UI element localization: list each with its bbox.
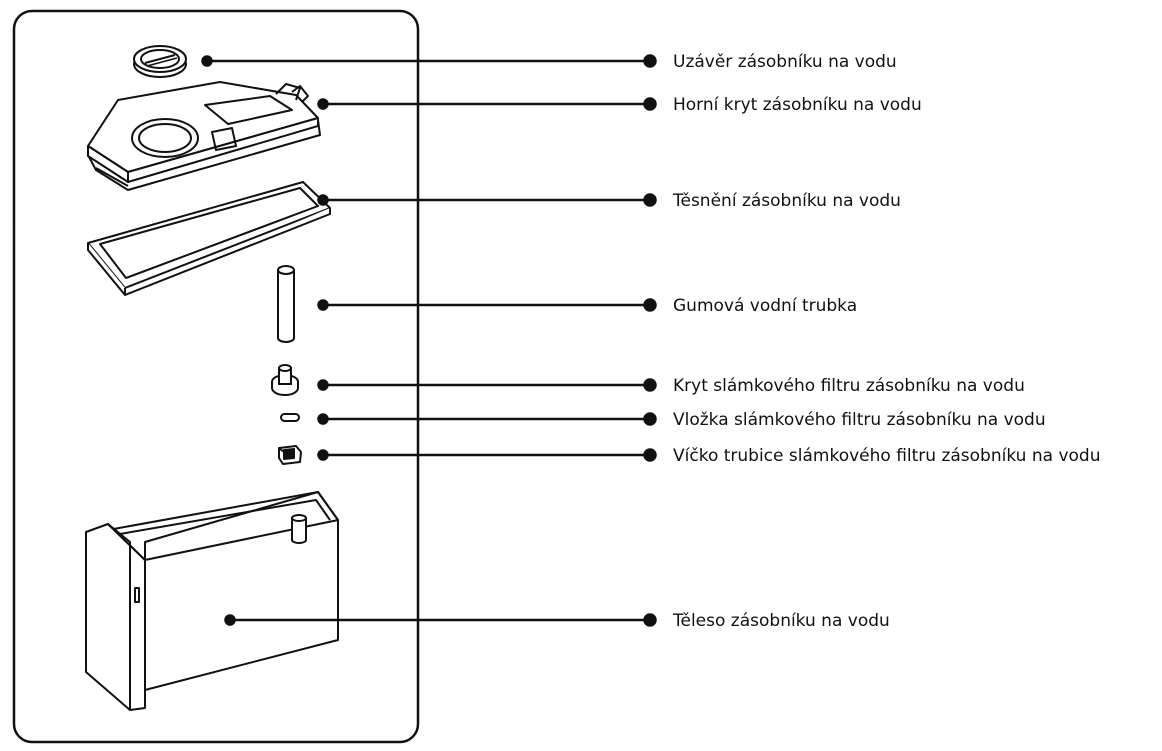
cap-illustration [133, 45, 187, 78]
leader-dot-left [317, 379, 329, 391]
leader-dot-left [317, 98, 329, 110]
label-seal: Těsnění zásobníku na vodu [672, 191, 901, 211]
rubber-tube-illustration [277, 265, 295, 343]
leader-dot-left [317, 194, 329, 206]
filter-cover-illustration [271, 364, 299, 396]
seal-illustration [87, 181, 331, 296]
label-tank-body: Těleso zásobníku na vodu [672, 611, 890, 631]
filter-insert-illustration [280, 413, 300, 422]
leader-dot-right [643, 378, 657, 392]
label-filter-cover: Kryt slámkového filtru zásobníku na vodu [673, 376, 1025, 396]
leader-dot-right [643, 97, 657, 111]
leader-dot-left [317, 413, 329, 425]
leader-dot-right [643, 193, 657, 207]
filter-tube-cap-illustration [278, 445, 302, 465]
parts-frame [12, 9, 420, 744]
leader-dot-right [643, 298, 657, 312]
leader-dot-right [643, 54, 657, 68]
tank-body-illustration [85, 491, 339, 711]
leader-lines [201, 54, 657, 627]
label-rubber-tube: Gumová vodní trubka [673, 296, 857, 316]
leader-dot-right [643, 448, 657, 462]
leader-dot-left [317, 449, 329, 461]
leader-dot-right [643, 613, 657, 627]
leader-dot-left [224, 614, 236, 626]
top-cover-illustration [87, 81, 321, 191]
label-filter-insert: Vložka slámkového filtru zásobníku na vo… [673, 410, 1046, 430]
label-cap: Uzávěr zásobníku na vodu [673, 52, 897, 72]
leader-dot-left [317, 299, 329, 311]
leader-dot-right [643, 412, 657, 426]
leader-dot-left [201, 55, 213, 67]
label-top-cover: Horní kryt zásobníku na vodu [673, 95, 922, 115]
label-filter-tube-cap: Víčko trubice slámkového filtru zásobník… [673, 446, 1100, 466]
